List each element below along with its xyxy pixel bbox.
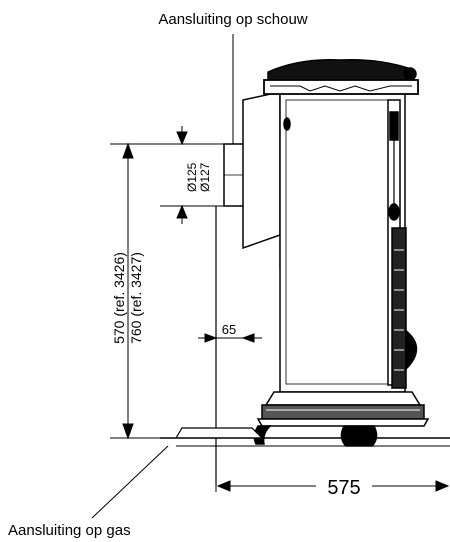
flue-diameter-dimension: [160, 126, 224, 224]
depth-label: 575: [327, 477, 360, 499]
height-label-ref-3426: 570 (ref. 3426): [111, 252, 127, 344]
height-label-ref-3427: 760 (ref. 3427): [128, 252, 144, 344]
height-dimension: [110, 142, 185, 440]
gas-leader-line: [91, 445, 169, 519]
wall-offset-label: 65: [222, 322, 236, 337]
flue-diameter-label-1: Ø125: [185, 162, 199, 192]
flue-diameter-label-2: Ø127: [198, 162, 212, 192]
stove-body: [242, 58, 430, 447]
wall-offset-dimension: [198, 333, 262, 343]
gas-pipe: [175, 427, 263, 439]
chimney-connection-label: Aansluiting op schouw: [158, 11, 307, 28]
floor-line: [160, 437, 450, 447]
depth-dimension: [215, 446, 450, 492]
gas-connection-label: Aansluiting op gas: [8, 522, 131, 539]
